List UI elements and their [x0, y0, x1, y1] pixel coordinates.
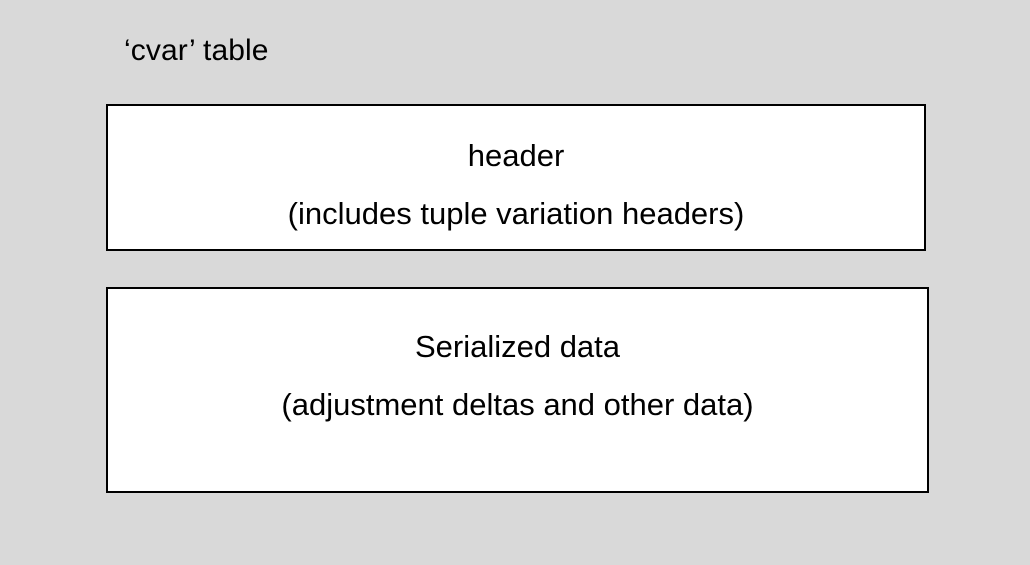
- serialized-data-block-line-1: Serialized data: [414, 329, 621, 364]
- header-block: header (includes tuple variation headers…: [106, 104, 926, 251]
- serialized-data-block: Serialized data (adjustment deltas and o…: [106, 287, 929, 493]
- serialized-data-block-text: Serialized data (adjustment deltas and o…: [108, 318, 927, 434]
- header-block-text: header (includes tuple variation headers…: [108, 127, 924, 243]
- page-title: ‘cvar’ table: [124, 34, 269, 67]
- header-block-line-1: header: [467, 138, 565, 173]
- serialized-data-block-line-2: (adjustment deltas and other data): [281, 387, 754, 422]
- header-block-line-2: (includes tuple variation headers): [287, 196, 745, 231]
